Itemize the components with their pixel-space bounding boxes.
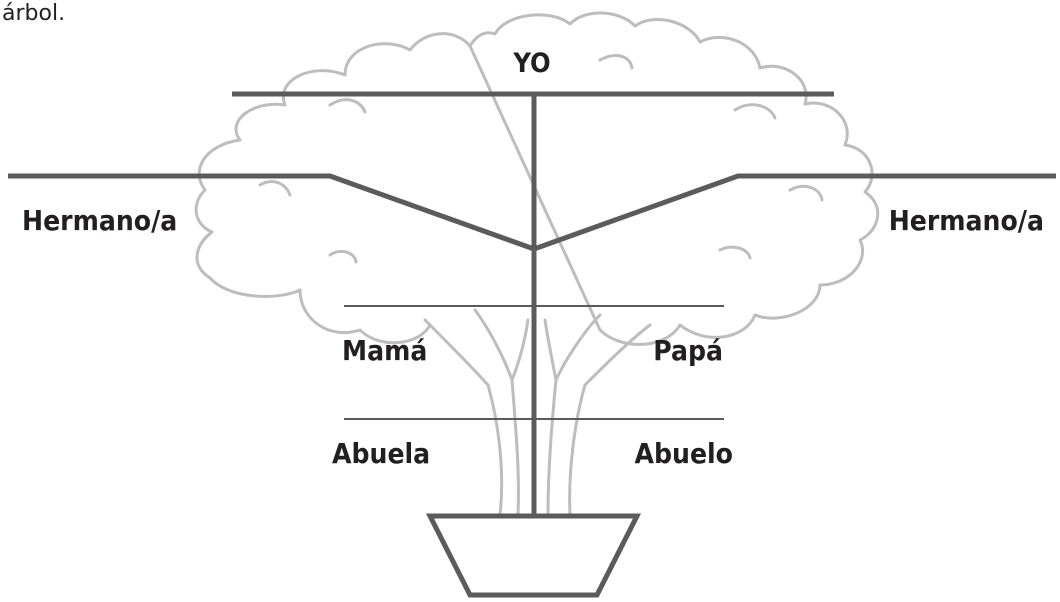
sibling-right-branch — [533, 173, 1056, 252]
father-label: Papá — [653, 334, 723, 367]
sibling-right-label: Hermano/a — [889, 204, 1044, 237]
self-label: YO — [512, 48, 550, 79]
grandmother-label: Abuela — [332, 437, 430, 470]
grandfather-label: Abuelo — [635, 437, 734, 470]
tree-trunk-outline — [423, 308, 652, 517]
tree-illustration — [194, 11, 880, 517]
text-labels: árbol. YO Hermano/a Hermano/a Mamá Papá … — [2, 1, 1044, 470]
tree-canopy-detail — [258, 54, 824, 264]
tree-pot — [425, 513, 642, 598]
mother-label: Mamá — [342, 334, 427, 367]
tree-lines — [8, 91, 1056, 598]
caption-text: árbol. — [2, 1, 65, 26]
sibling-left-label: Hermano/a — [22, 204, 177, 237]
tree-canopy-outline — [194, 11, 880, 346]
sibling-left-branch — [8, 173, 535, 252]
